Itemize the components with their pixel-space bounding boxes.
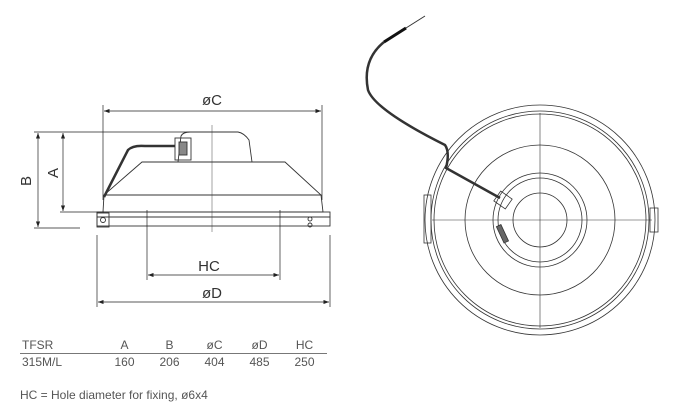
- col-b: B: [147, 337, 192, 354]
- flange: [96, 211, 331, 218]
- top-view: [365, 15, 659, 336]
- dim-label-a: A: [45, 168, 62, 178]
- table-row: 315M/L 160 206 404 485 250: [20, 354, 327, 371]
- housing-cone: [102, 161, 323, 196]
- cell-b: 206: [159, 355, 180, 369]
- housing-band: [102, 194, 324, 213]
- cable: [102, 144, 175, 198]
- dim-label-c: øC: [202, 92, 222, 109]
- col-c: øC: [192, 337, 237, 354]
- cell-c: 404: [204, 355, 225, 369]
- terminal-box: [174, 137, 192, 161]
- table-header-row: TFSR A B øC øD HC: [20, 337, 327, 354]
- cell-a: 160: [114, 355, 135, 369]
- side-view: [34, 105, 331, 307]
- dim-label-d: øD: [202, 285, 222, 302]
- dimensions-table: TFSR A B øC øD HC 315M/L 160 206 404 485…: [20, 337, 327, 370]
- col-model: TFSR: [20, 337, 102, 354]
- col-hc: HC: [282, 337, 327, 354]
- cell-model: 315M/L: [22, 355, 63, 369]
- cell-hc: 250: [294, 355, 315, 369]
- cell-d: 485: [249, 355, 270, 369]
- outer-ring: [424, 104, 656, 336]
- motor-dome: [177, 131, 253, 163]
- col-a: A: [102, 337, 147, 354]
- footnote: HC = Hole diameter for fixing, ø6x4: [20, 388, 208, 402]
- col-d: øD: [237, 337, 282, 354]
- dim-label-hc: HC: [198, 258, 220, 275]
- top-cable: [365, 41, 501, 200]
- dim-label-b: B: [18, 176, 35, 186]
